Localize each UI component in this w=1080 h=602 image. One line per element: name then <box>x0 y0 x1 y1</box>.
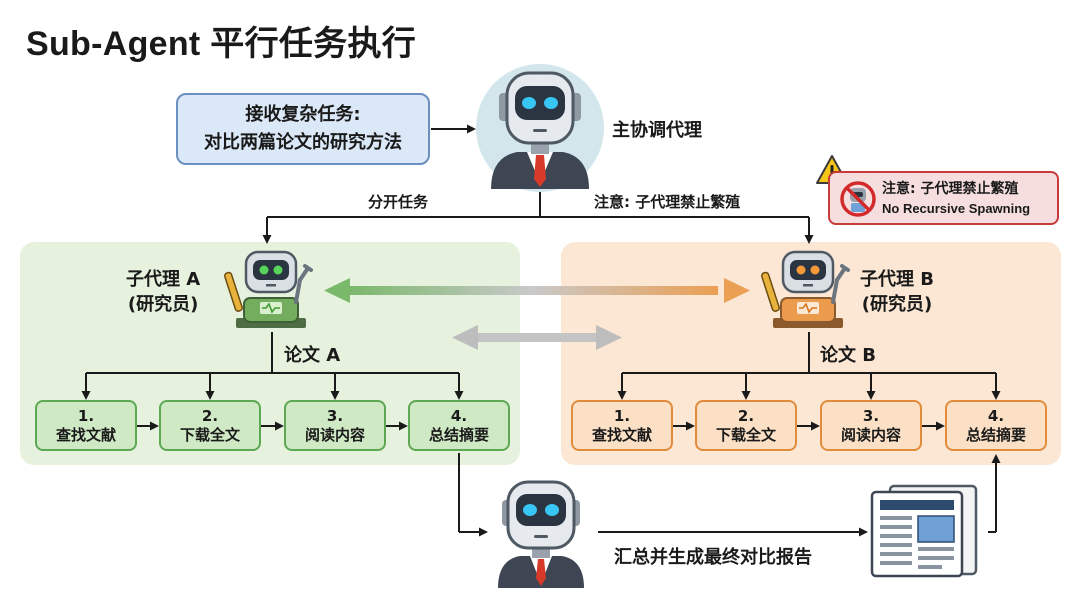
robot-researcher-orange-icon <box>760 250 850 328</box>
step-label: 总结摘要 <box>965 425 1026 444</box>
paper-a-label: 论文 A <box>284 345 341 366</box>
sub-agent-a-name: 子代理 A (研究员) <box>126 267 200 317</box>
step-number: 3. <box>326 406 344 425</box>
step-number: 2. <box>737 406 755 425</box>
step-label: 查找文献 <box>591 425 652 444</box>
robot-manager-icon <box>498 480 584 588</box>
step-number: 4. <box>450 406 468 425</box>
step-a-3: 3. 阅读内容 <box>284 400 386 451</box>
page-title: Sub-Agent 平行任务执行 <box>26 25 417 63</box>
warning-line-2: No Recursive Spawning <box>882 201 1031 216</box>
step-b-1: 1. 查找文献 <box>571 400 673 451</box>
step-label: 阅读内容 <box>304 425 365 444</box>
sub-agent-a-title: 子代理 A <box>126 269 201 290</box>
step-number: 2. <box>201 406 219 425</box>
no-recursive-spawning-warning <box>828 171 1059 225</box>
step-a-1: 1. 查找文献 <box>35 400 137 451</box>
step-label: 下载全文 <box>179 425 240 444</box>
step-b-4: 4. 总结摘要 <box>945 400 1047 451</box>
no-spawn-note-label: 注意: 子代理禁止繁殖 <box>594 193 741 211</box>
agent-exchange-arrow <box>324 278 750 303</box>
final-report-label: 汇总并生成最终对比报告 <box>614 547 812 568</box>
sub-agent-b-title: 子代理 B <box>860 269 934 290</box>
split-task-label: 分开任务 <box>368 193 429 211</box>
no-robot-icon <box>840 181 876 217</box>
step-label: 总结摘要 <box>428 425 489 444</box>
document-report-icon <box>870 484 978 578</box>
main-agent-label: 主协调代理 <box>612 120 702 141</box>
step-a-4: 4. 总结摘要 <box>408 400 510 451</box>
robot-researcher-green-icon <box>223 250 313 328</box>
step-number: 1. <box>77 406 95 425</box>
task-line-1: 接收复杂任务: <box>245 104 361 125</box>
sub-agent-b-role: (研究员) <box>861 294 933 315</box>
warning-text: 注意: 子代理禁止繁殖 No Recursive Spawning <box>882 180 1030 218</box>
step-label: 查找文献 <box>55 425 116 444</box>
sub-agent-b-name: 子代理 B (研究员) <box>860 267 934 317</box>
paper-b-label: 论文 B <box>820 345 876 366</box>
step-b-3: 3. 阅读内容 <box>820 400 922 451</box>
step-label: 阅读内容 <box>840 425 901 444</box>
step-number: 4. <box>987 406 1005 425</box>
step-a-2: 2. 下载全文 <box>159 400 261 451</box>
step-number: 3. <box>862 406 880 425</box>
warning-line-1: 注意: 子代理禁止繁殖 <box>882 181 1019 197</box>
step-b-2: 2. 下载全文 <box>695 400 797 451</box>
step-number: 1. <box>613 406 631 425</box>
robot-manager-icon <box>476 64 604 192</box>
step-label: 下载全文 <box>715 425 776 444</box>
task-input-box: 接收复杂任务: 对比两篇论文的研究方法 <box>176 93 430 165</box>
task-line-2: 对比两篇论文的研究方法 <box>204 132 402 153</box>
grey-double-arrow <box>452 325 622 350</box>
sub-agent-a-role: (研究员) <box>127 294 199 315</box>
